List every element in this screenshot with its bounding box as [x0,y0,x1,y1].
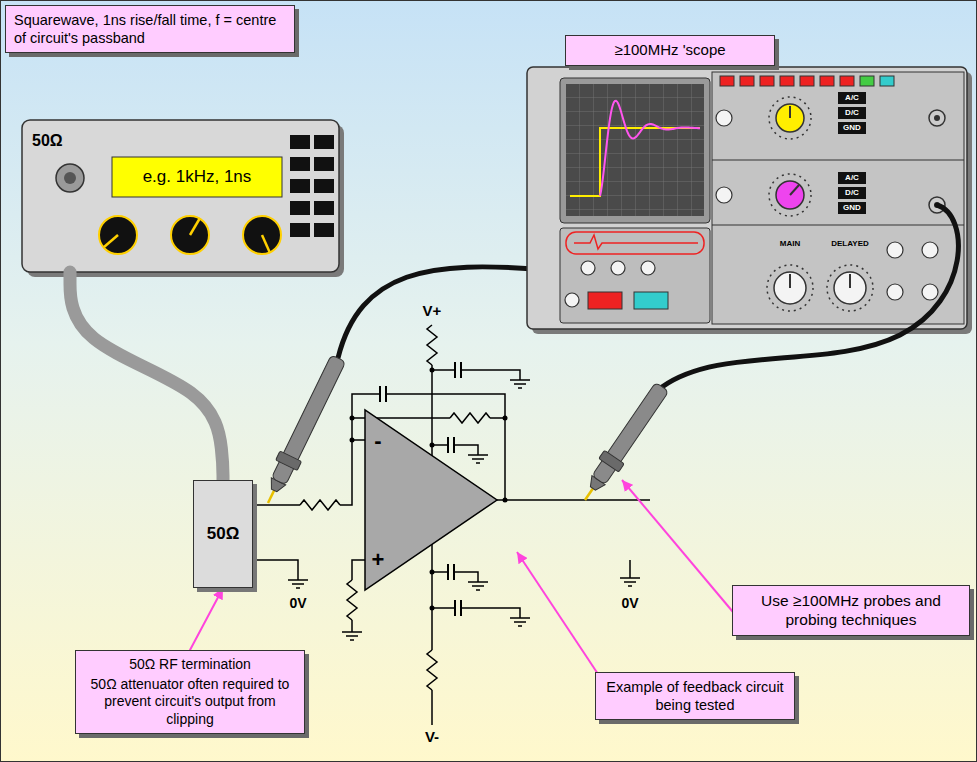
panel-label: e.g. 1kHz, 1ns [112,157,282,197]
resistor-symbol [450,413,490,423]
scope-probe [575,380,672,507]
panel-label: GND [838,122,866,134]
resistor-symbol [427,650,437,690]
signal-generator [22,120,344,277]
op-amp-symbol [365,410,497,590]
callout-text: 50Ω RF termination [84,656,296,674]
rf-termination: 50Ω [193,480,253,588]
callout-text: Use ≥100MHz probes and probing technique… [741,591,961,630]
resistor-symbol [427,325,437,365]
ground-symbol [288,380,640,640]
callout-text: 50Ω [207,524,240,544]
signal-name: V+ [423,302,442,319]
signal-name: 0V [621,596,638,611]
callout-box: Example of feedback circuit being tested [595,672,795,720]
oscilloscope: A/C D/C GND A/C D/C GND MAIN DELAYED [527,67,967,329]
signal-name: V- [425,728,439,745]
pin-sign: + [372,548,385,572]
probe-cable [662,205,958,387]
scope-probe [257,353,349,508]
signal-generator: 50Ω e.g. 1kHz, 1ns [22,120,339,272]
panel-label: DELAYED [822,238,878,250]
signal-name: 0V [289,596,306,611]
feedback-circuit [253,325,650,725]
callout-arrow [190,588,223,650]
oscilloscope [527,67,972,334]
panel-label: D/C [838,107,866,119]
coax-cable [70,272,223,480]
resistor-symbol [300,500,340,510]
panel-label: MAIN [772,238,808,250]
callout-box: 50Ω RF termination 50Ω attenuator often r… [75,650,305,734]
callout-text: ≥100MHz 'scope [574,41,766,60]
panel-label: A/C [838,172,866,184]
callout-box: Use ≥100MHz probes and probing technique… [732,585,970,636]
callout-text: Example of feedback circuit being tested [604,678,786,714]
leader-line [517,552,598,674]
probe-cable [338,267,545,358]
panel-label: D/C [838,187,866,199]
callout-box: Squarewave, 1ns rise/fall time, f = cent… [5,5,295,53]
callout-note: 50Ω attenuator often required to prevent… [84,676,296,729]
callout-text: Squarewave, 1ns rise/fall time, f = cent… [14,11,286,47]
panel-label: 50Ω [32,132,63,150]
pin-sign: - [374,429,381,453]
panel-label: GND [838,202,866,214]
leader-line [622,480,733,612]
panel-label: A/C [838,92,866,104]
resistor-symbol [347,580,357,620]
callout-box: ≥100MHz 'scope [565,35,775,66]
